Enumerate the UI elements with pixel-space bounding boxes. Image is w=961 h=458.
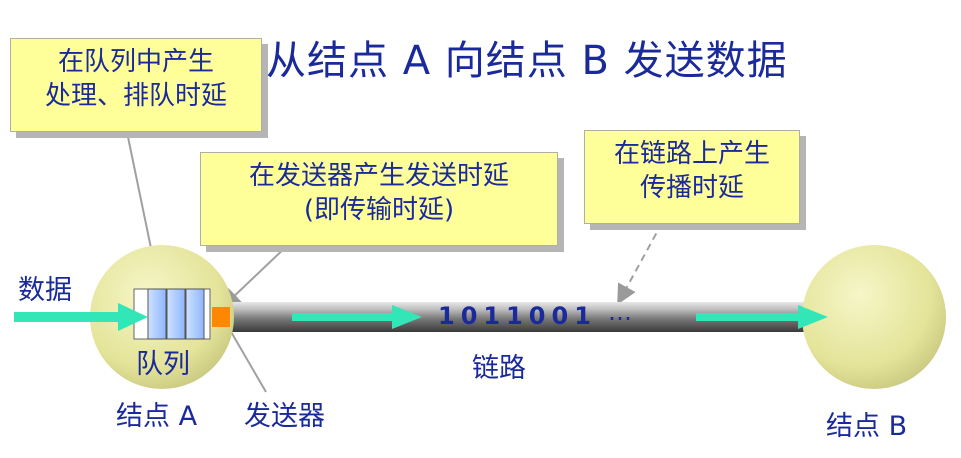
link-bits: 1011001 — [438, 302, 597, 330]
sender-label: 发送器 — [244, 401, 325, 432]
node-b-circle — [802, 245, 946, 389]
sender-delay-callout: 在发送器产生发送时延 (即传输时延) — [200, 152, 558, 246]
link-callout-line-2: 传播时延 — [639, 173, 744, 203]
link-label: 链路 — [472, 353, 526, 384]
queue-label: 队列 — [136, 349, 190, 380]
sender-label-line — [229, 329, 267, 393]
queue-delay-callout: 在队列中产生 处理、排队时延 — [10, 38, 262, 132]
data-in-arrow — [14, 303, 148, 331]
queue-cell — [147, 288, 167, 340]
sender-callout-line-1: 在发送器产生发送时延 — [248, 161, 509, 191]
link-arrow-right — [696, 305, 828, 329]
queue-buffer — [133, 288, 211, 340]
sender-pointer-line — [220, 242, 291, 309]
sender-block — [212, 307, 230, 327]
link-callout-line-1: 在链路上产生 — [613, 139, 770, 169]
link-delay-callout: 在链路上产生 传播时延 — [584, 130, 800, 224]
node-b-label: 结点 B — [826, 411, 908, 442]
queue-callout-line-2: 处理、排队时延 — [44, 81, 227, 111]
link-ellipsis: … — [608, 298, 632, 326]
queue-cell — [166, 288, 186, 340]
link-pointer-line — [617, 222, 663, 305]
link-arrow-left — [292, 305, 422, 329]
diagram-title: 从结点 A 向结点 B 发送数据 — [266, 38, 788, 84]
sender-callout-line-2: (即传输时延) — [303, 195, 455, 225]
queue-callout-line-1: 在队列中产生 — [57, 47, 214, 77]
data-label: 数据 — [18, 275, 72, 306]
queue-cell — [185, 288, 205, 340]
node-a-label: 结点 A — [116, 401, 198, 432]
